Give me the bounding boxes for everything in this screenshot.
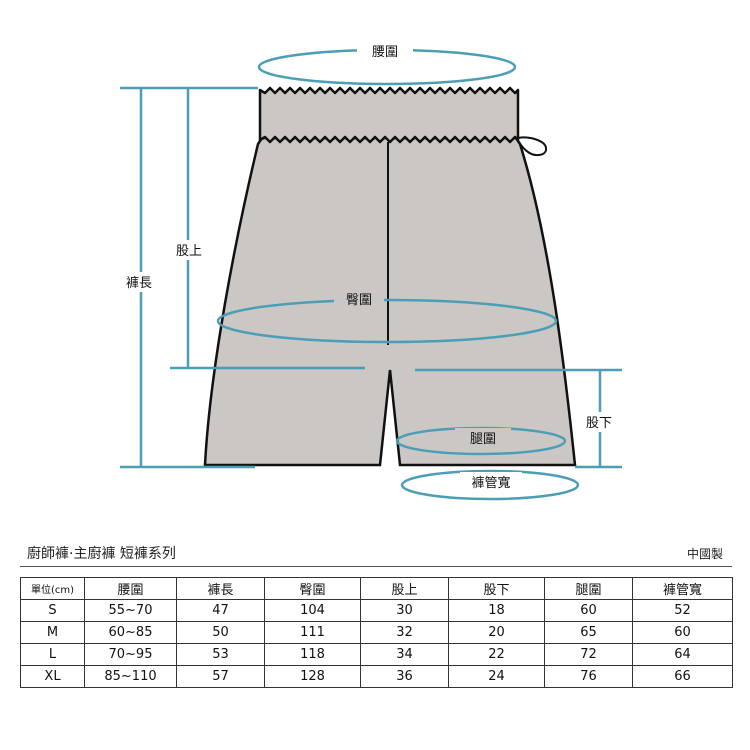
thigh-label: 腿圍 (470, 432, 496, 447)
table-cell: 64 (632, 643, 733, 666)
header-waist: 腰圍 (84, 577, 177, 600)
table-cell: 50 (176, 621, 265, 644)
waist-label: 腰圍 (372, 45, 398, 60)
waist-label-bg (357, 40, 413, 62)
table-cell: XL (20, 665, 85, 688)
table-cell: M (20, 621, 85, 644)
table-row: S 55~70 47 104 30 18 60 52 (20, 599, 733, 622)
rise-label-bg (170, 240, 208, 260)
table-cell: 66 (632, 665, 733, 688)
origin-label: 中國製 (686, 547, 723, 561)
header-unit: 單位(cm) (20, 577, 85, 600)
table-cell: 118 (264, 643, 361, 666)
table-cell: 22 (448, 643, 545, 666)
shorts-measurement-diagram: 腰圍 褲長 股上 臀圍 股下 腿圍 褲管寬 (112, 40, 622, 501)
hem-ellipse (400, 469, 580, 501)
hip-label: 臀圍 (346, 293, 372, 308)
table-cell: 60~85 (84, 621, 177, 644)
shorts-body (203, 136, 577, 467)
table-header-row: 單位(cm) 腰圍 褲長 臀圍 股上 股下 腿圍 褲管寬 (20, 577, 733, 600)
hem-label-bg (460, 472, 522, 492)
table-cell: 47 (176, 599, 265, 622)
header-hip: 臀圍 (264, 577, 361, 600)
table-cell: 20 (448, 621, 545, 644)
table-cell: 32 (360, 621, 449, 644)
header-length: 褲長 (176, 577, 265, 600)
table-cell: 53 (176, 643, 265, 666)
table-cell: 57 (176, 665, 265, 688)
header-inseam: 股下 (448, 577, 545, 600)
waistband (258, 86, 520, 144)
table-cell: 34 (360, 643, 449, 666)
table-cell: 70~95 (84, 643, 177, 666)
table-cell: 60 (544, 599, 633, 622)
table-row: M 60~85 50 111 32 20 65 60 (20, 621, 733, 644)
table-cell: 36 (360, 665, 449, 688)
table-row: L 70~95 53 118 34 22 72 64 (20, 643, 733, 666)
rise-label: 股上 (176, 244, 202, 259)
header-rise: 股上 (360, 577, 449, 600)
header-hem: 褲管寬 (632, 577, 733, 600)
table-row: XL 85~110 57 128 36 24 76 66 (20, 665, 733, 688)
length-label: 褲長 (126, 276, 152, 291)
length-label-bg (112, 272, 166, 292)
size-chart-table: 單位(cm) 腰圍 褲長 臀圍 股上 股下 腿圍 褲管寬 S 55~70 47 … (20, 577, 733, 688)
table-cell: 55~70 (84, 599, 177, 622)
table-cell: 104 (264, 599, 361, 622)
inseam-label-bg (580, 412, 618, 432)
header-thigh: 腿圍 (544, 577, 633, 600)
table-cell: 24 (448, 665, 545, 688)
hip-label-bg (334, 289, 384, 309)
hem-label: 褲管寬 (471, 475, 510, 491)
thigh-label-bg (455, 428, 511, 448)
table-cell: 30 (360, 599, 449, 622)
divider (20, 566, 732, 567)
table-cell: 111 (264, 621, 361, 644)
hip-ellipse (216, 298, 558, 344)
drawstring (517, 136, 548, 157)
table-cell: 76 (544, 665, 633, 688)
table-cell: S (20, 599, 85, 622)
table-cell: 128 (264, 665, 361, 688)
table-cell: 72 (544, 643, 633, 666)
table-cell: L (20, 643, 85, 666)
table-cell: 60 (632, 621, 733, 644)
table-cell: 52 (632, 599, 733, 622)
table-cell: 65 (544, 621, 633, 644)
table-cell: 85~110 (84, 665, 177, 688)
product-series-title: 廚師褲·主廚褲 短褲系列 (27, 546, 176, 562)
table-cell: 18 (448, 599, 545, 622)
inseam-label: 股下 (586, 416, 612, 431)
